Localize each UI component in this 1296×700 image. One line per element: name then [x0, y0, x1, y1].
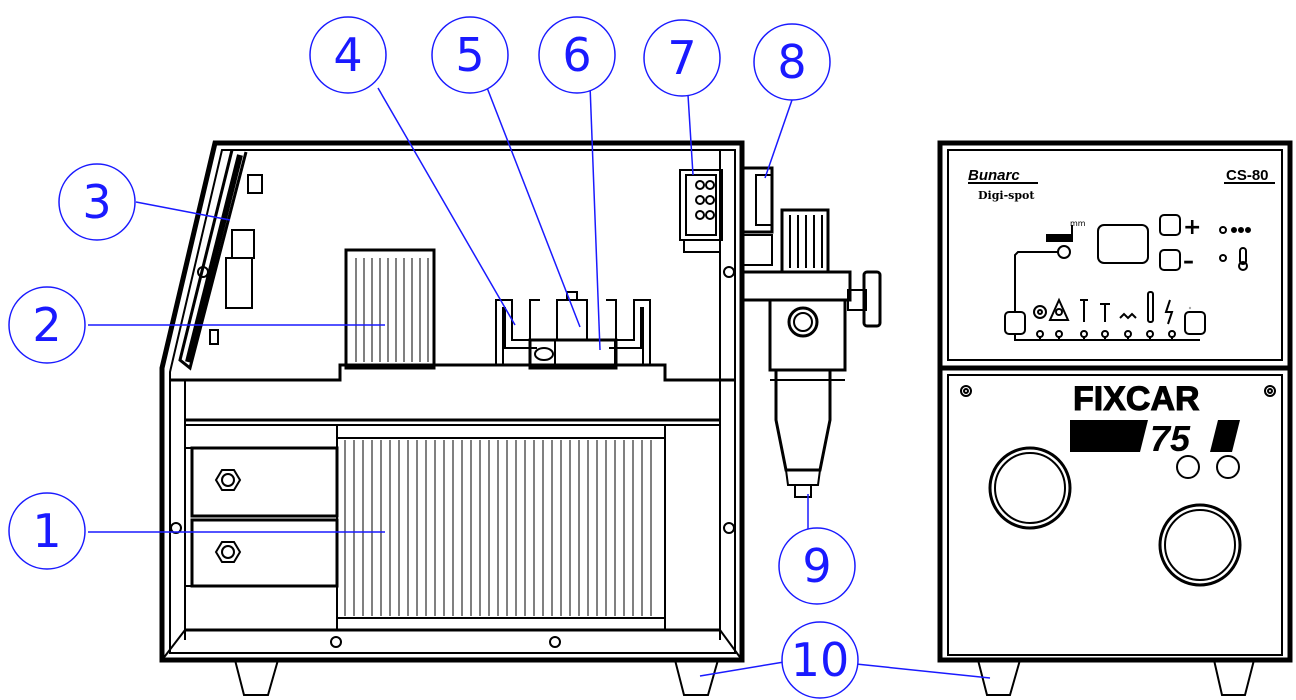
- product-number-badge-right: [1210, 420, 1240, 452]
- brand-logo: Bunarc: [968, 167, 1020, 184]
- callout-circle-10: [781, 621, 859, 699]
- side-view-cabinet: [159, 140, 745, 663]
- callout-leaders: [88, 84, 991, 679]
- transformer-block: [336, 424, 666, 631]
- air-filter-regulator: [740, 208, 882, 498]
- front-feet: [977, 659, 1255, 696]
- callout-circle-2: [8, 286, 86, 364]
- coil-block: [344, 248, 436, 370]
- callout-circle-1: [8, 492, 86, 570]
- callout-number-8: 8: [777, 35, 806, 89]
- callout-number-3: 3: [82, 175, 111, 229]
- callout-number-10: 10: [791, 633, 850, 687]
- callout-circle-7: [643, 19, 721, 97]
- pressure-connector: [740, 166, 774, 266]
- transformer-fins: [344, 440, 652, 616]
- unit-mm-label: mm: [1070, 219, 1086, 228]
- terminal-block: [679, 169, 723, 253]
- product-number: 75: [1150, 418, 1191, 459]
- coil-fins: [355, 258, 429, 362]
- valve-assembly: [495, 291, 651, 370]
- model-label: CS-80: [1226, 167, 1269, 184]
- callout-number-1: 1: [32, 504, 61, 558]
- callout-circle-4: [309, 16, 387, 94]
- callout-circle-3: [58, 163, 136, 241]
- panel-branding: Bunarc Digi-spot CS-80 mm + – FIXCAR 75: [968, 167, 1269, 459]
- callout-number-7: 7: [667, 31, 696, 85]
- callout-number-4: 4: [333, 28, 362, 82]
- product-number-badge-left: [1070, 420, 1148, 452]
- callout-number-6: 6: [562, 28, 591, 82]
- callout-number-9: 9: [802, 539, 831, 593]
- callout-circles: [8, 16, 859, 699]
- callout-numbers: 1 2 3 4 5 6 7 8 9 10: [32, 28, 849, 687]
- brand-subtitle: Digi-spot: [978, 189, 1035, 202]
- callout-circle-8: [753, 23, 831, 101]
- product-name: FIXCAR: [1073, 380, 1200, 418]
- callout-number-2: 2: [32, 298, 61, 352]
- front-view-cabinet: [937, 140, 1293, 663]
- callout-number-5: 5: [455, 28, 484, 82]
- control-panel: [968, 182, 1275, 341]
- minus-sign: –: [1183, 249, 1194, 274]
- side-feet: [234, 659, 719, 696]
- callout-circle-6: [538, 16, 616, 94]
- plus-sign: +: [1183, 215, 1201, 240]
- callout-circle-5: [431, 16, 509, 94]
- callout-circle-9: [778, 527, 856, 605]
